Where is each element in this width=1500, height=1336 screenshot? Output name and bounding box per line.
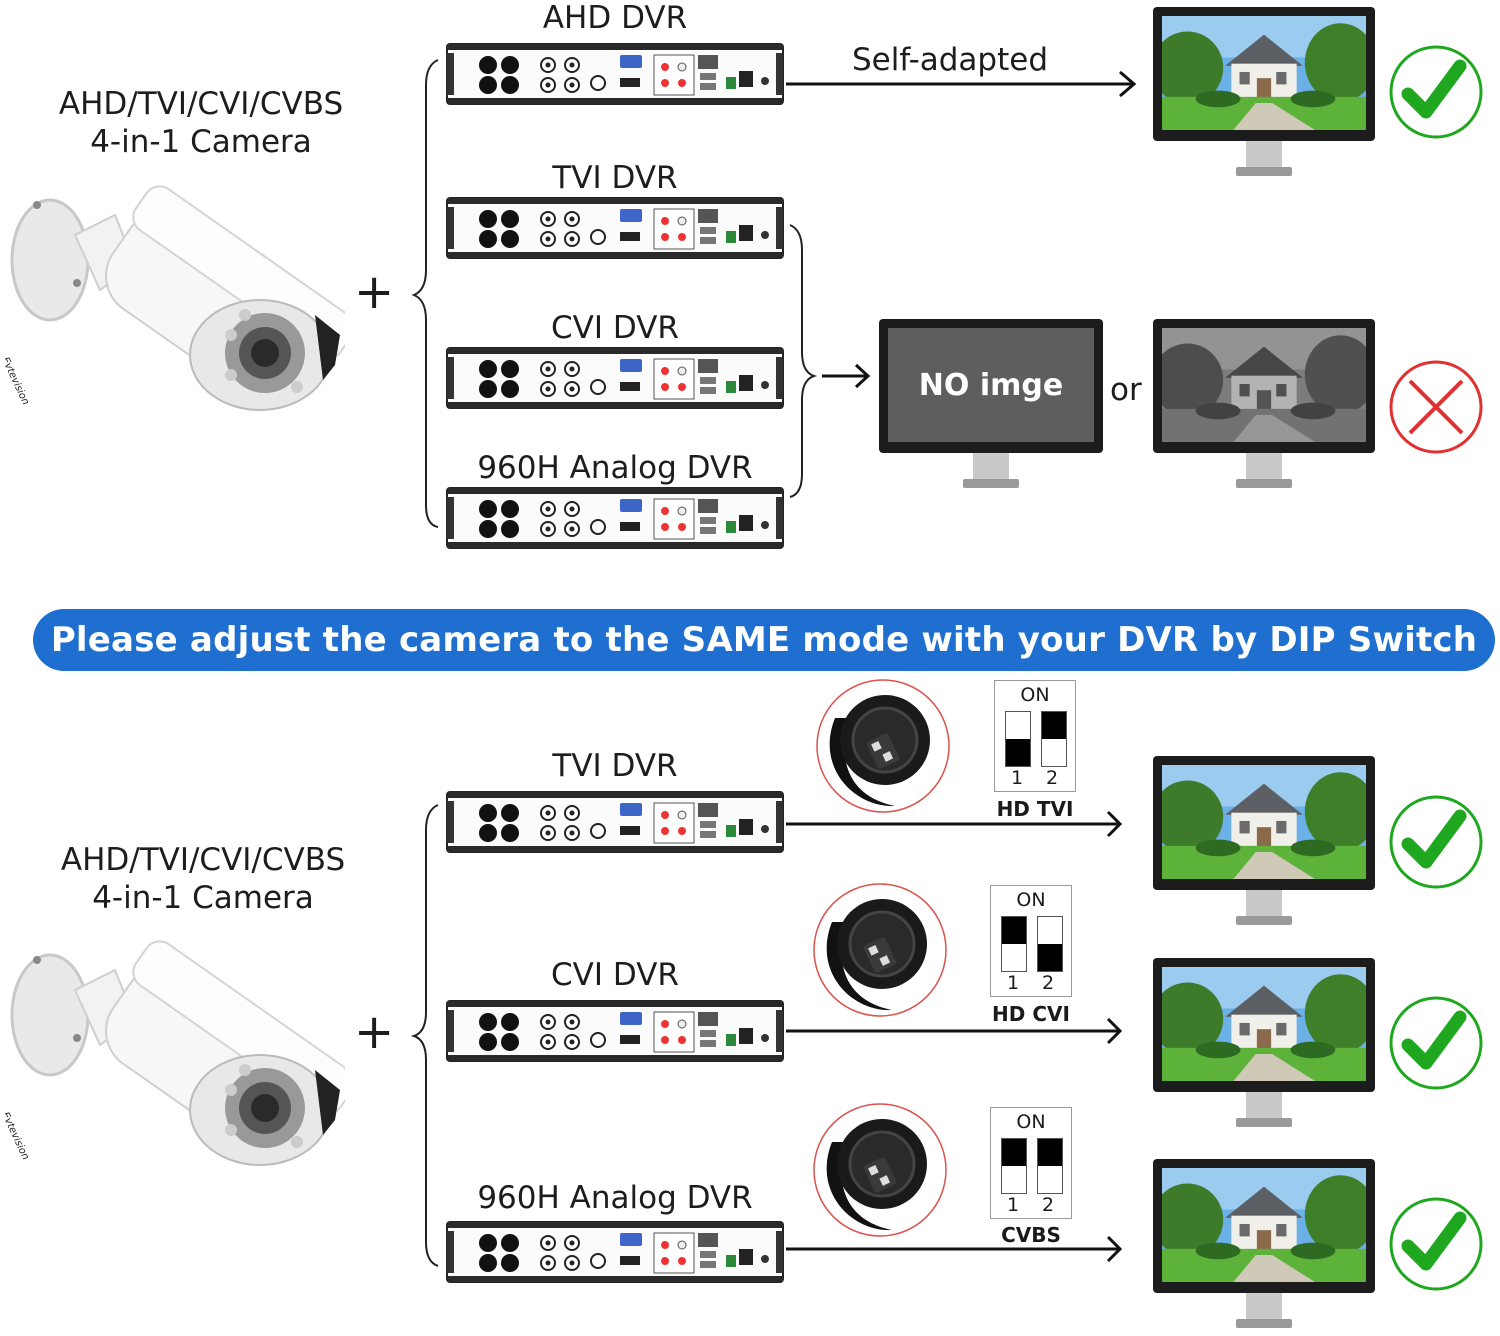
- dvr-cvi: [446, 347, 784, 409]
- arrow-self-adapted: [786, 70, 1137, 98]
- dip-toggle-2: [1037, 1138, 1063, 1194]
- dvr-label-ahd: AHD DVR: [542, 0, 688, 36]
- check-icon-1: [1389, 45, 1483, 139]
- dip-toggle-2: [1037, 916, 1063, 972]
- monitor-black-white: [1153, 319, 1375, 488]
- camera-image-bottom: Evtevision: [5, 920, 345, 1170]
- mode-label-cvbs: CVBS: [1001, 1223, 1061, 1247]
- dip-num-2: 2: [1042, 1194, 1055, 1216]
- dvr-ahd: [446, 43, 784, 105]
- dvr-960h-bottom: [446, 1221, 784, 1283]
- arrow-cvbs: [786, 1235, 1123, 1263]
- monitor-good-tvi: [1153, 756, 1375, 925]
- dvr-label-cvi-bottom: CVI DVR: [551, 957, 679, 993]
- plus-sign: +: [354, 264, 395, 320]
- camera-label-line1: AHD/TVI/CVI/CVBS: [58, 86, 344, 122]
- dvr-label-960h: 960H Analog DVR: [477, 450, 753, 486]
- dip-toggle-2: [1041, 711, 1067, 767]
- arrow-to-no-image: [822, 363, 871, 389]
- left-brace: [411, 59, 439, 528]
- self-adapted-label: Self-adapted: [851, 42, 1049, 78]
- dvr-label-tvi: TVI DVR: [552, 160, 678, 196]
- or-label: or: [1110, 372, 1142, 408]
- dvr-label-tvi-bottom: TVI DVR: [552, 748, 678, 784]
- camera-brand-bottom: Evtevision: [5, 1110, 31, 1161]
- camera-brand: Evtevision: [5, 355, 31, 406]
- dip-toggle-1: [1001, 1138, 1027, 1194]
- camera-image: Evtevision: [5, 165, 345, 415]
- check-icon-cvi: [1389, 996, 1483, 1090]
- monitor-good-cvbs: [1153, 1159, 1375, 1328]
- mode-label-tvi: HD TVI: [996, 797, 1074, 821]
- dip-photo-cvbs: [812, 1102, 948, 1238]
- dip-toggle-1: [1001, 916, 1027, 972]
- camera-label-line2: 4-in-1 Camera: [90, 124, 312, 160]
- monitor-good-1: [1153, 7, 1375, 176]
- dip-switch-tvi: ON 1 2: [994, 680, 1076, 792]
- mode-label-cvi: HD CVI: [992, 1002, 1070, 1026]
- dip-switch-cvbs: ON 1 2: [990, 1107, 1072, 1219]
- camera-label-line1-bottom: AHD/TVI/CVI/CVBS: [60, 842, 346, 878]
- plus-sign-bottom: +: [354, 1004, 395, 1060]
- dvr-label-cvi: CVI DVR: [551, 310, 679, 346]
- dip-num-2: 2: [1042, 972, 1055, 994]
- check-icon-tvi: [1389, 795, 1483, 889]
- arrow-tvi: [786, 810, 1123, 838]
- check-icon-cvbs: [1389, 1197, 1483, 1291]
- dvr-label-960h-bottom: 960H Analog DVR: [477, 1180, 753, 1216]
- dip-switch-cvi: ON 1 2: [990, 885, 1072, 997]
- dvr-tvi: [446, 197, 784, 259]
- left-brace-bottom: [410, 804, 439, 1267]
- no-image-text: NO imge: [918, 368, 1064, 403]
- dip-on-label: ON: [1020, 684, 1050, 706]
- dip-photo-cvi: [812, 882, 948, 1018]
- dip-num-1: 1: [1011, 767, 1024, 789]
- cross-icon: [1389, 360, 1483, 454]
- right-brace: [789, 224, 818, 498]
- instruction-banner: Please adjust the camera to the SAME mod…: [33, 609, 1495, 671]
- dip-photo-tvi: [815, 678, 951, 814]
- monitor-good-cvi: [1153, 958, 1375, 1127]
- dip-on-label: ON: [1016, 1111, 1046, 1133]
- camera-label-line2-bottom: 4-in-1 Camera: [92, 880, 314, 916]
- arrow-cvi: [786, 1017, 1123, 1045]
- dip-num-2: 2: [1046, 767, 1059, 789]
- dip-num-1: 1: [1007, 1194, 1020, 1216]
- dip-num-1: 1: [1007, 972, 1020, 994]
- dip-toggle-1: [1005, 711, 1031, 767]
- dvr-cvi-bottom: [446, 1000, 784, 1062]
- dvr-tvi-bottom: [446, 791, 784, 853]
- monitor-no-image: [879, 319, 1103, 488]
- dvr-960h: [446, 487, 784, 549]
- dip-on-label: ON: [1016, 889, 1046, 911]
